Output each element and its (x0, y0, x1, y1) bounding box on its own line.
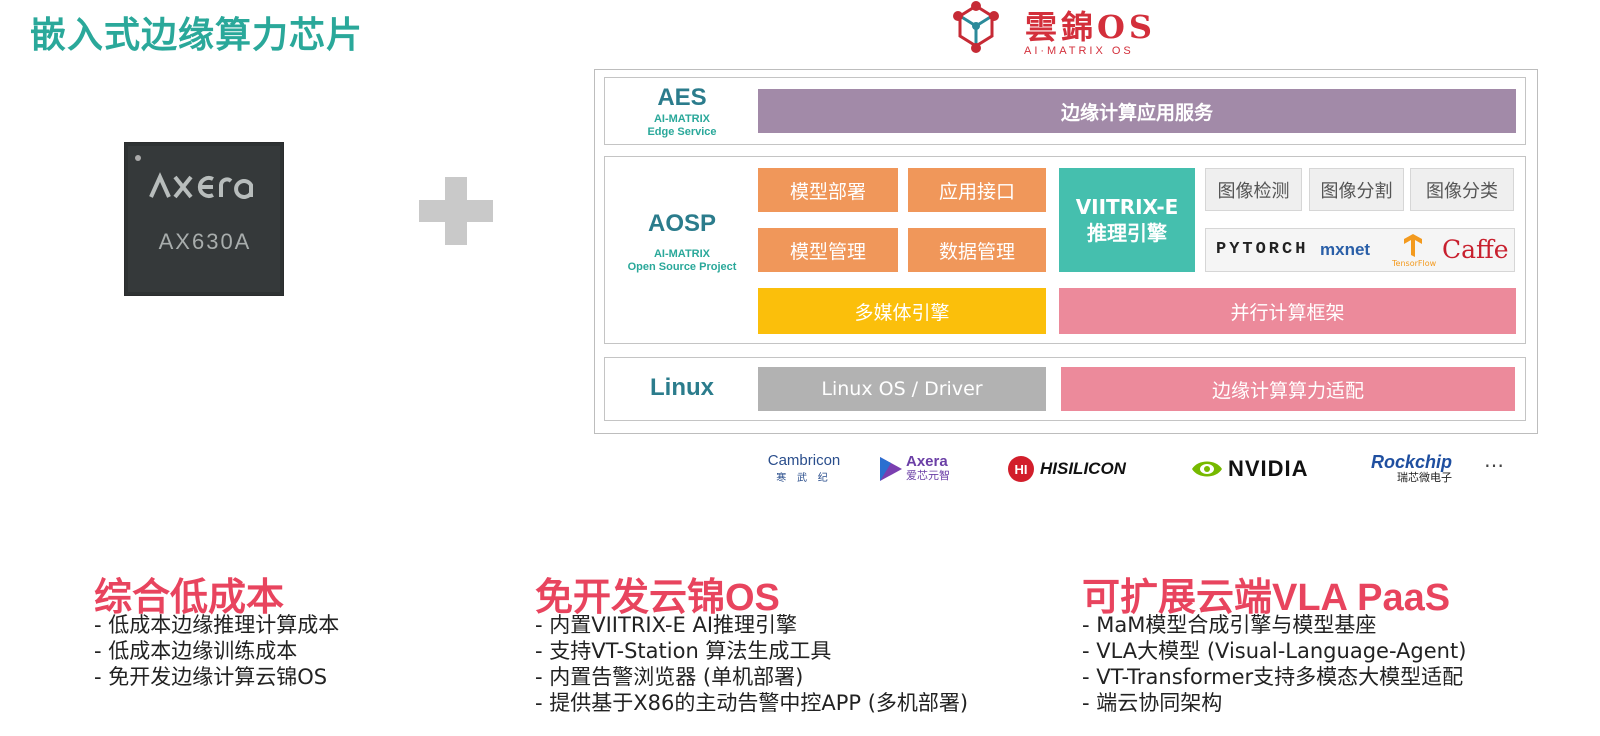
chip-model: AX630A (158, 229, 252, 254)
section-title-vla-paas: 可扩展云端VLA PaaS (1082, 577, 1451, 619)
image-classification-box: 图像分类 (1410, 168, 1514, 211)
list-item: - 支持VT-Station 算法生成工具 (535, 639, 832, 663)
viitrix-engine-line2: 推理引擎 (1087, 221, 1167, 245)
rockchip-label: Rockchip (1370, 452, 1452, 472)
list-item: - MaM模型合成引擎与模型基座 (1082, 613, 1377, 637)
parallel-framework-box: 并行计算框架 (1059, 288, 1516, 334)
viitrix-engine-line1: VIITRIX-E (1075, 195, 1179, 219)
model-deploy-box: 模型部署 (758, 168, 898, 212)
aes-sub2: Edge Service (647, 126, 717, 138)
section-title-free-os: 免开发云锦OS (535, 577, 780, 619)
list-item: - 内置告警浏览器 (单机部署) (535, 665, 804, 689)
list-item: - 免开发边缘计算云锦OS (94, 665, 328, 689)
aosp-title: AOSP (647, 210, 716, 237)
rockchip-logo: Rockchip 瑞芯微电子 (1358, 452, 1452, 486)
linux-os-driver-box: Linux OS / Driver (758, 367, 1046, 411)
data-manage-box: 数据管理 (908, 228, 1046, 272)
list-item: - VLA大模型 (Visual-Language-Agent) (1082, 639, 1467, 663)
axera-chip-logo-icon (149, 172, 253, 199)
compute-adapt-box: 边缘计算算力适配 (1061, 367, 1515, 411)
plus-icon-vertical (445, 177, 467, 245)
section-title-low-cost: 综合低成本 (94, 577, 285, 619)
viitrix-engine-box: VIITRIX-E 推理引擎 (1059, 168, 1195, 272)
edge-service-box: 边缘计算应用服务 (758, 89, 1516, 133)
hisilicon-icon: HI (1008, 456, 1034, 482)
tensorflow-label: TensorFlow (1392, 259, 1437, 268)
list-item: - 内置VIITRIX-E AI推理引擎 (535, 613, 798, 637)
axera-vendor-label: Axera (906, 453, 948, 470)
axera-vendor-logo: Axera 爱芯元智 (878, 452, 970, 486)
image-detection-box: 图像检测 (1205, 168, 1302, 211)
chip-image: AX630A (124, 142, 284, 296)
axera-vendor-icon (880, 457, 902, 481)
caffe-logo: Caffe (1442, 235, 1509, 264)
section-list-free-os: - 内置VIITRIX-E AI推理引擎 - 支持VT-Station 算法生成… (535, 612, 968, 716)
frameworks-box: PYTORCH mxnet TensorFlow Caffe (1205, 228, 1515, 272)
page-title: 嵌入式边缘算力芯片 (30, 15, 364, 56)
cambricon-label: Cambricon (767, 452, 841, 469)
tensorflow-icon (1404, 234, 1422, 257)
multimedia-engine-box: 多媒体引擎 (758, 288, 1046, 334)
svg-text:HI: HI (1015, 462, 1028, 477)
section-list-vla-paas: - MaM模型合成引擎与模型基座 - VLA大模型 (Visual-Langua… (1082, 612, 1466, 716)
nvidia-label: NVIDIA (1228, 456, 1309, 481)
section-list-low-cost: - 低成本边缘推理计算成本 - 低成本边缘训练成本 - 免开发边缘计算云锦OS (94, 612, 339, 690)
list-item: - VT-Transformer支持多模态大模型适配 (1082, 665, 1464, 689)
rockchip-cn-label: 瑞芯微电子 (1397, 472, 1452, 484)
nvidia-eye-icon (1192, 461, 1222, 477)
hisilicon-logo: HI HISILICON (1006, 452, 1156, 486)
list-item: - 提供基于X86的主动告警中控APP (多机部署) (535, 691, 969, 715)
list-item: - 端云协同架构 (1082, 691, 1223, 715)
mxnet-logo: mxnet (1320, 240, 1371, 259)
list-item: - 低成本边缘推理计算成本 (94, 613, 340, 637)
cambricon-cn-label: 寒 武 纪 (776, 473, 832, 484)
architecture-frame (594, 69, 1538, 434)
hisilicon-label: HISILICON (1040, 459, 1126, 478)
list-item: - 低成本边缘训练成本 (94, 639, 298, 663)
aes-sub1: AI-MATRIX (653, 113, 710, 125)
aes-title: AES (657, 84, 707, 111)
image-segmentation-box: 图像分割 (1309, 168, 1404, 211)
app-interface-box: 应用接口 (908, 168, 1046, 212)
chip-pin-dot (135, 155, 141, 161)
chip-brand (125, 171, 285, 209)
more-vendors-ellipsis: … (1484, 448, 1504, 472)
aosp-sub2: Open Source Project (627, 261, 737, 273)
cambricon-logo: Cambricon 寒 武 纪 (762, 452, 846, 486)
logo-name: 雲錦OS (1025, 8, 1156, 46)
model-manage-box: 模型管理 (758, 228, 898, 272)
linux-title: Linux (650, 374, 714, 401)
logo-subtitle: AI·MATRIX OS (1024, 45, 1134, 57)
axera-vendor-cn-label: 爱芯元智 (906, 470, 950, 482)
yunjin-logo-icon (953, 1, 999, 53)
aosp-sub1: AI-MATRIX (653, 248, 710, 260)
pytorch-logo: PYTORCH (1216, 240, 1309, 259)
nvidia-logo: NVIDIA (1190, 452, 1324, 486)
